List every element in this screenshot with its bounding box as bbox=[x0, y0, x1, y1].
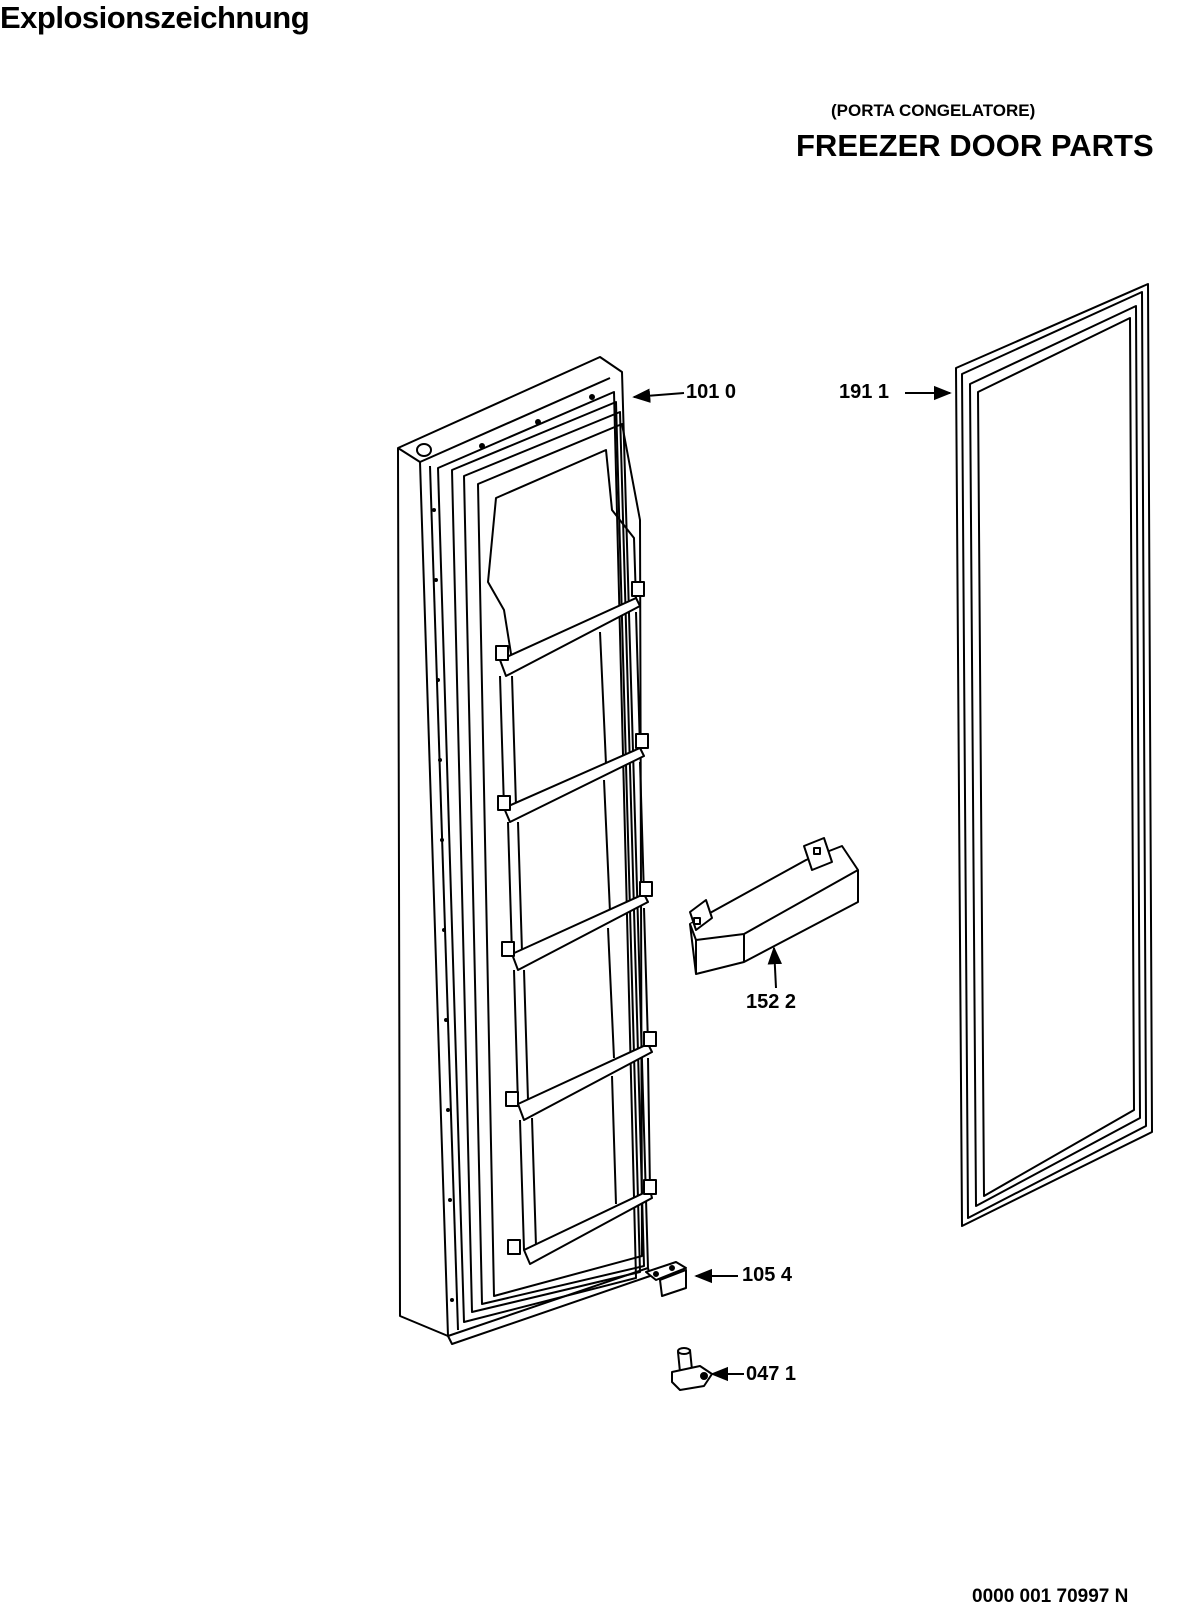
callout-label-047-1: 047 1 bbox=[746, 1363, 797, 1385]
door-screw-dots bbox=[432, 508, 454, 1302]
freezer-door-assembly bbox=[397, 356, 657, 1345]
diagram-title: FREEZER DOOR PARTS bbox=[796, 128, 1154, 163]
callout-label-101-0: 101 0 bbox=[686, 381, 737, 403]
callout-label-105-4: 105 4 bbox=[742, 1264, 793, 1286]
callout-label-191-1: 191 1 bbox=[839, 381, 890, 403]
door-gasket-drawing bbox=[955, 283, 1153, 1227]
hinge-pin-drawing bbox=[671, 1347, 713, 1391]
door-bin-drawing bbox=[689, 837, 859, 975]
drawing-number: 0000 001 70997 N bbox=[972, 1586, 1129, 1607]
callout-leaders bbox=[632, 385, 952, 1382]
callout-label-152-2: 152 2 bbox=[746, 991, 797, 1013]
hinge-bracket-drawing bbox=[645, 1261, 687, 1297]
diagram-subtitle: (PORTA CONGELATORE) bbox=[831, 101, 1036, 120]
page-heading: Explosionszeichnung bbox=[0, 0, 310, 35]
